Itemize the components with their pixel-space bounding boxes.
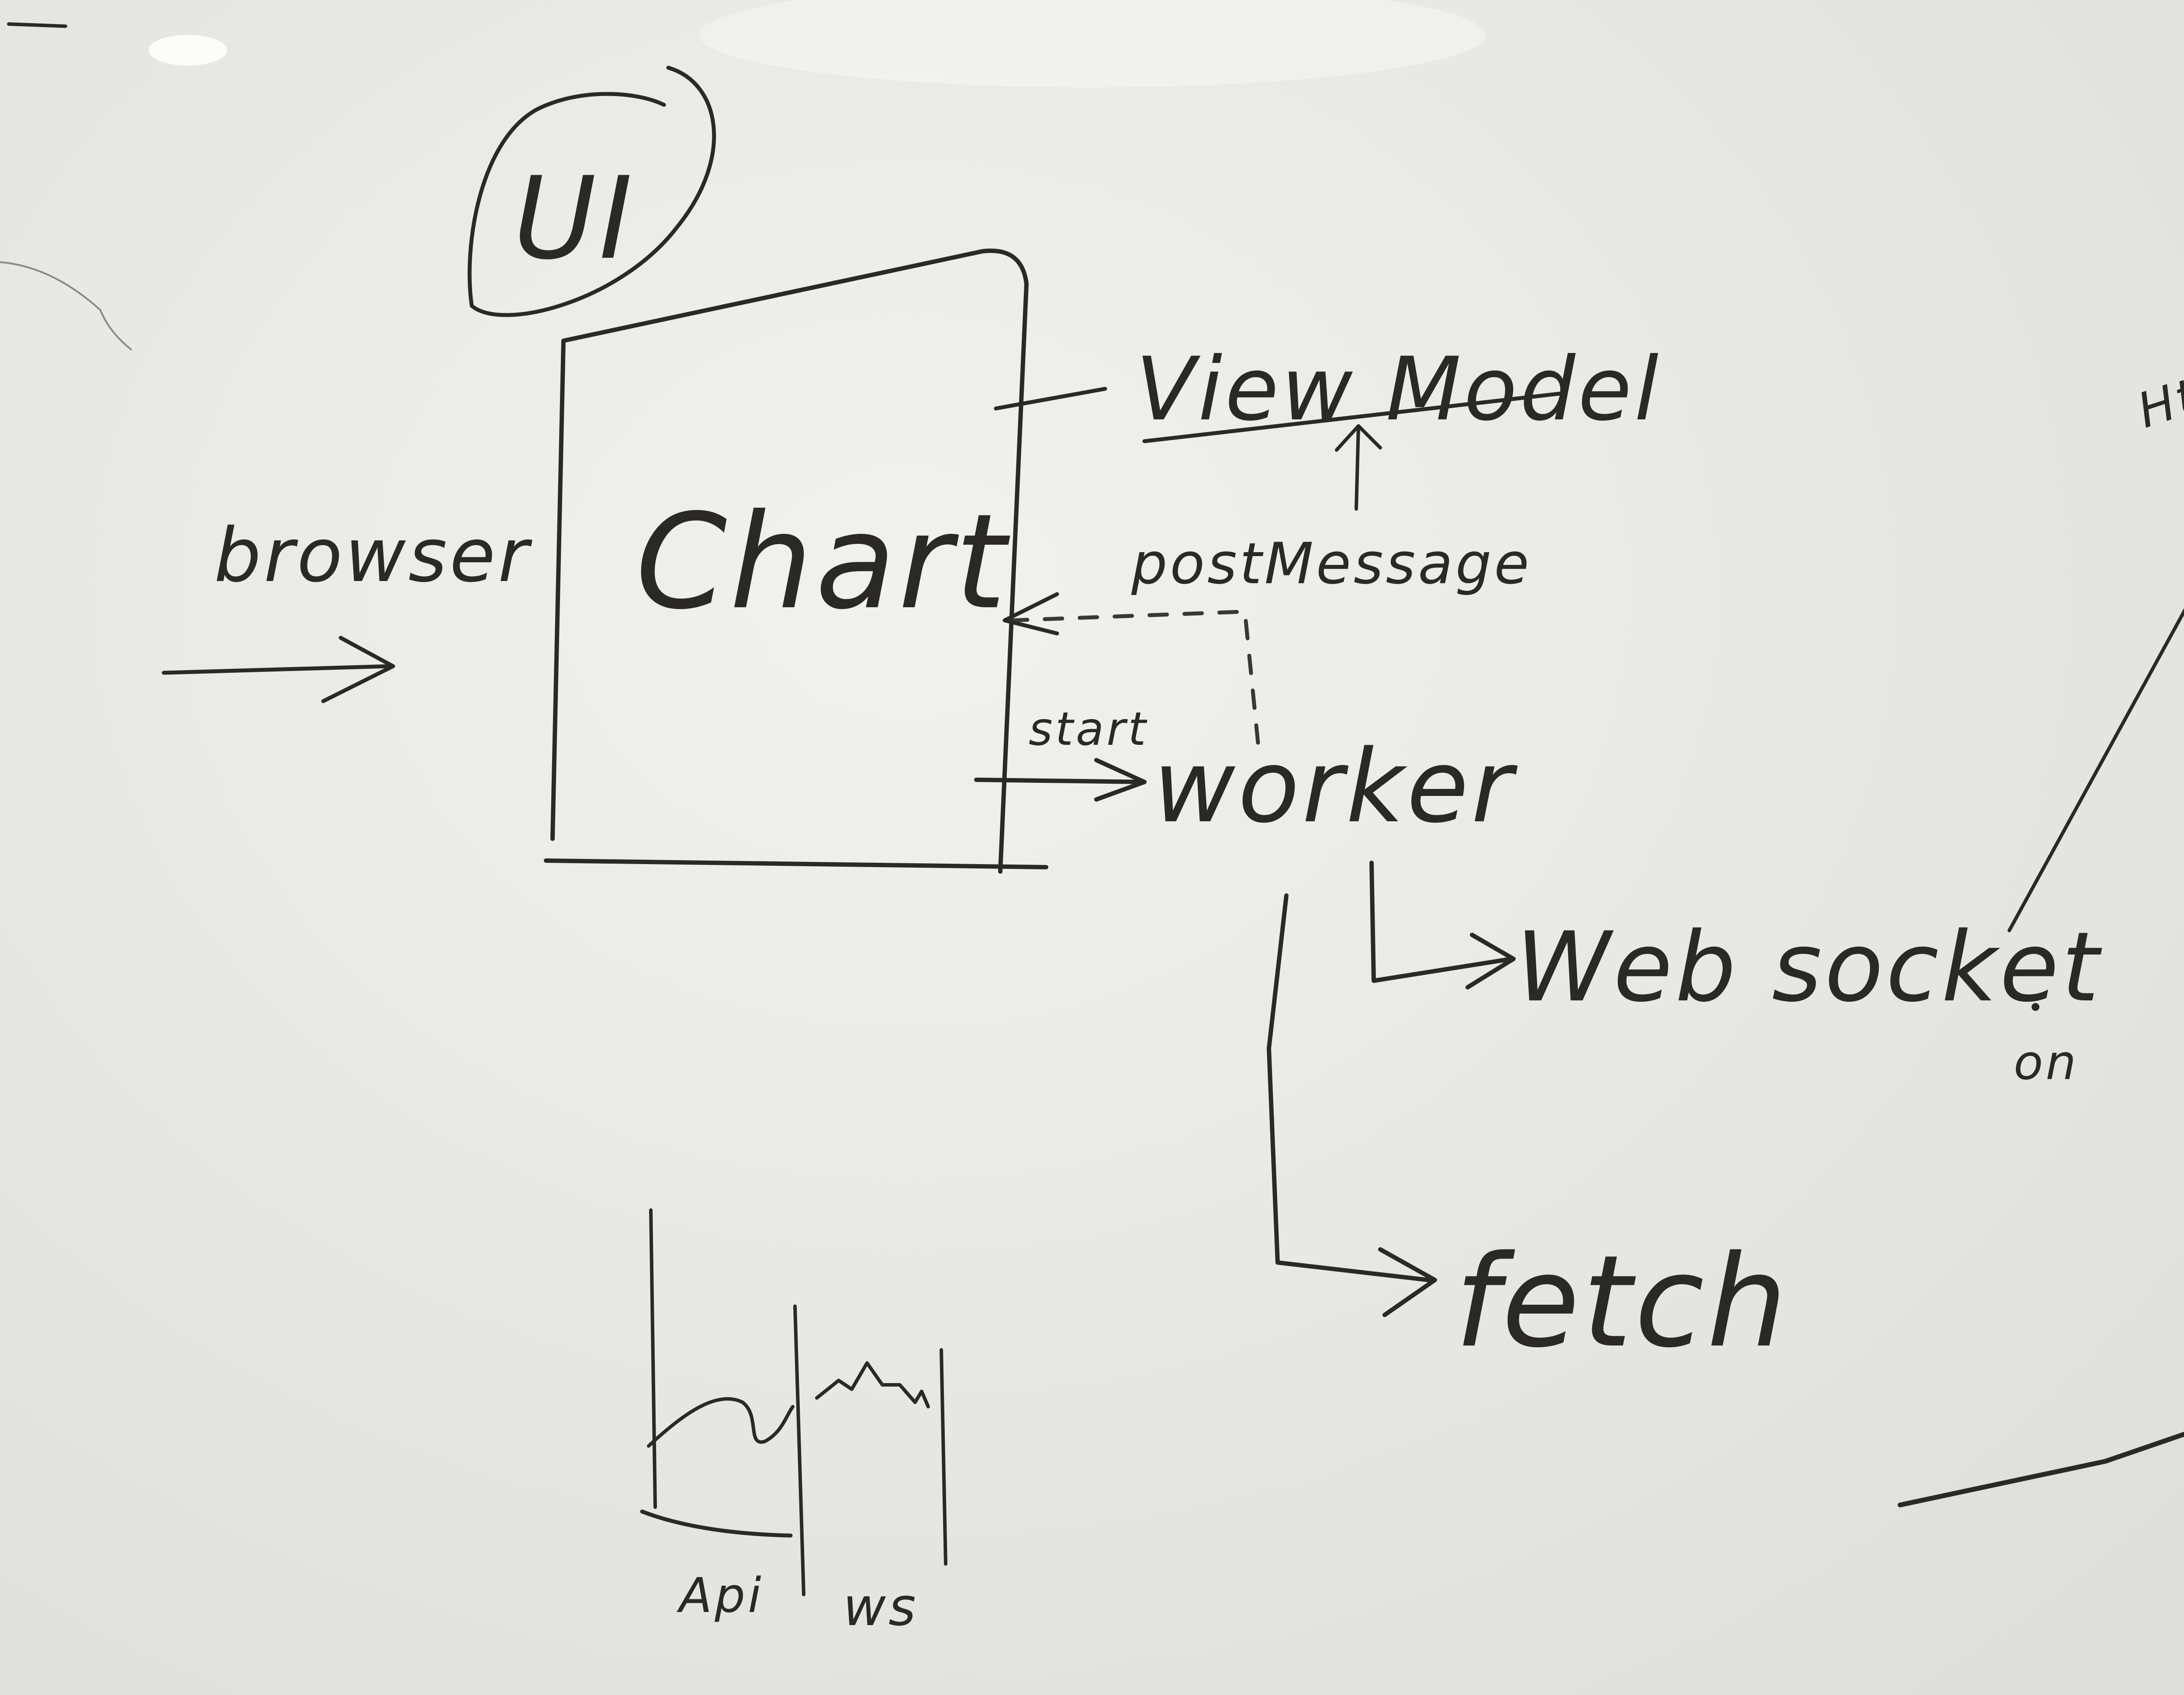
browser-arrow bbox=[162, 636, 395, 703]
chart-label: Chart bbox=[636, 486, 1012, 638]
http-label: Http bbox=[2131, 350, 2184, 439]
on-dot bbox=[2032, 1003, 2039, 1011]
post-message-arrowhead bbox=[1002, 592, 1059, 636]
bottom-right-curve bbox=[1897, 1432, 2184, 1508]
web-socket-label: Web socket bbox=[1516, 911, 2102, 1023]
sketch-ws-label: ws bbox=[843, 1577, 919, 1638]
view-model-label: View Model bbox=[1136, 339, 1661, 440]
view-model-up-arrow bbox=[1335, 424, 1382, 511]
on-label: on bbox=[2014, 1034, 2079, 1090]
ui-circle bbox=[467, 66, 716, 317]
fetch-label: fetch bbox=[1455, 1228, 1790, 1376]
start-label: start bbox=[1029, 702, 1149, 756]
chart-box bbox=[544, 249, 1048, 874]
stray-mark-top-left bbox=[7, 22, 67, 28]
light-glare bbox=[149, 35, 227, 66]
fetch-arrow bbox=[1267, 893, 1437, 1317]
view-model-underline bbox=[1142, 391, 1566, 443]
post-message-dotted-arrow bbox=[1011, 609, 1260, 745]
sketch-api-label: Api bbox=[677, 1567, 764, 1623]
light-glare-right bbox=[699, 0, 1485, 87]
worker-label: worker bbox=[1153, 729, 1518, 845]
sketch-divider bbox=[793, 1304, 805, 1596]
stray-mark-left-edge bbox=[0, 261, 132, 350]
start-arrow bbox=[974, 758, 1147, 802]
sketch-right-axis bbox=[940, 1348, 947, 1566]
view-model-connector bbox=[994, 387, 1107, 411]
sketch-ws-line bbox=[815, 1361, 930, 1408]
ui-label: UI bbox=[513, 153, 635, 285]
sketch-api-line bbox=[647, 1397, 795, 1448]
browser-label: browser bbox=[214, 512, 532, 599]
web-socket-arrow bbox=[1369, 861, 1516, 989]
post-message-label: postMessage bbox=[1131, 530, 1532, 597]
http-diagonal-line bbox=[2008, 608, 2184, 932]
sketch-left-axis bbox=[649, 1208, 657, 1509]
sketch-baseline bbox=[640, 1509, 793, 1538]
